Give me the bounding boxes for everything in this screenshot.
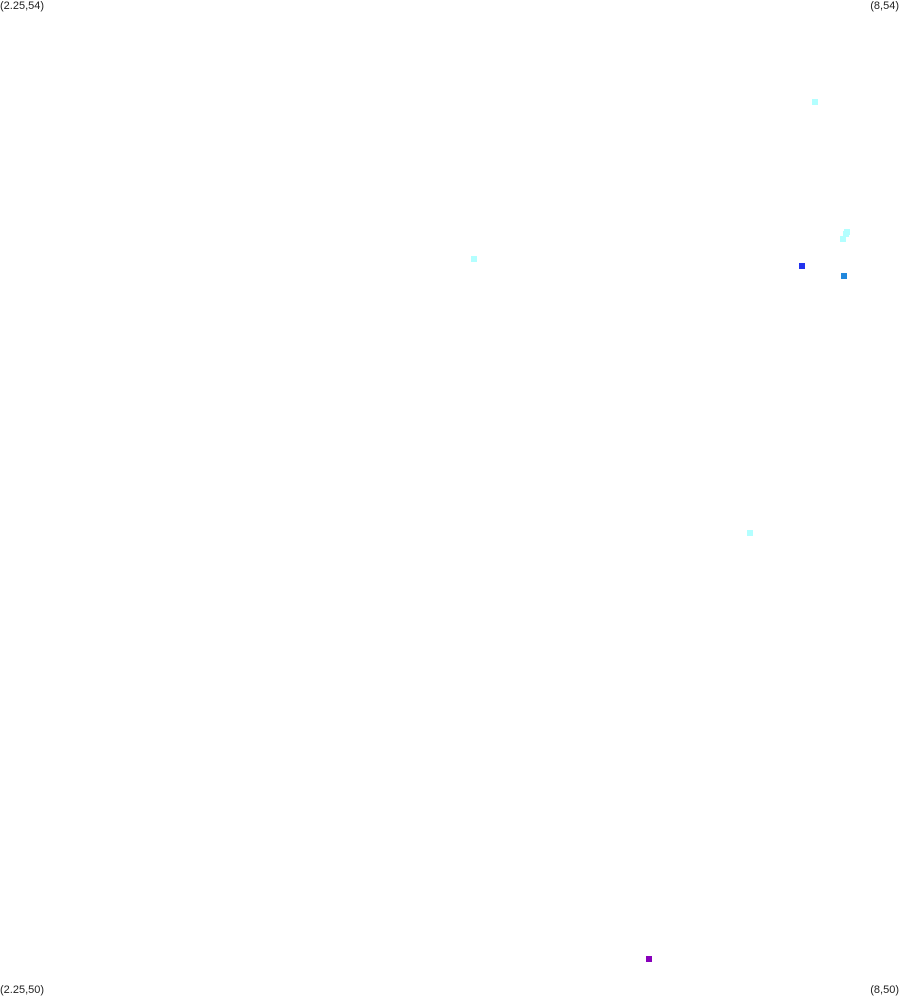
map-point-marker[interactable]	[841, 273, 848, 280]
corner-label-top-left: (2.25,54)	[0, 0, 45, 12]
map-point-marker[interactable]	[844, 228, 851, 235]
map-point-marker[interactable]	[747, 529, 754, 536]
map-point-marker[interactable]	[811, 99, 818, 106]
corner-label-bottom-left: (2.25,50)	[0, 984, 45, 996]
corner-label-bottom-right: (8,50)	[870, 984, 899, 996]
corner-label-top-right: (8,54)	[870, 0, 899, 12]
map-point-marker[interactable]	[470, 255, 477, 262]
map-point-marker[interactable]	[645, 955, 652, 962]
map-point-marker[interactable]	[799, 263, 806, 270]
map-point-marker[interactable]	[839, 236, 846, 243]
